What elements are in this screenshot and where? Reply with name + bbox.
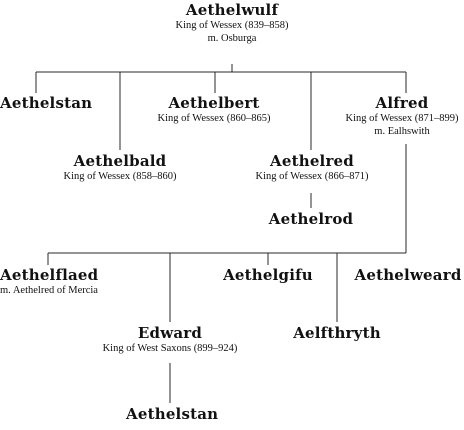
person-name: Aethelweard <box>354 266 462 284</box>
person-name: Aethelred <box>270 152 354 170</box>
person-name: Aethelflaed <box>0 266 99 284</box>
person-aethelweard: Aethelweard <box>352 267 464 284</box>
person-name: Aelfthryth <box>293 324 381 342</box>
person-name: Aethelwulf <box>185 1 279 19</box>
person-aethelstan-grandson: Aethelstan <box>126 405 219 423</box>
person-name: Aethelbert <box>168 94 260 112</box>
person-aethelgifu: Aethelgifu <box>222 267 314 284</box>
person-name: Aethelgifu <box>223 266 313 284</box>
person-edward: Edward King of West Saxons (899–924) <box>90 325 250 355</box>
person-title: King of Wessex (860–865) <box>157 113 271 124</box>
person-title: King of Wessex (871–899) <box>345 113 459 124</box>
person-name: Aethelstan <box>0 94 93 112</box>
person-aethelbert: Aethelbert King of Wessex (860–865) <box>150 95 278 125</box>
person-name: Aethelrod <box>268 210 354 228</box>
person-title: King of Wessex (839–858) <box>175 20 289 31</box>
person-spouse: m. Ealhswith <box>374 126 430 137</box>
person-aethelflaed: Aethelflaed m. Aethelred of Mercia <box>0 266 99 297</box>
person-name: Alfred <box>375 94 429 112</box>
person-aethelwulf: Aethelwulf King of Wessex (839–858) m. O… <box>162 2 302 45</box>
person-aethelstan: Aethelstan <box>0 94 93 112</box>
person-spouse: m. Aethelred of Mercia <box>0 285 98 296</box>
person-alfred: Alfred King of Wessex (871–899) m. Ealhs… <box>340 95 464 138</box>
person-name: Aethelbald <box>73 152 167 170</box>
person-aethelbald: Aethelbald King of Wessex (858–860) <box>56 153 184 183</box>
person-spouse: m. Osburga <box>207 33 257 44</box>
person-name: Edward <box>137 324 203 342</box>
person-title: King of Wessex (866–871) <box>255 171 369 182</box>
person-title: King of West Saxons (899–924) <box>102 343 238 354</box>
person-title: King of Wessex (858–860) <box>63 171 177 182</box>
person-aethelred: Aethelred King of Wessex (866–871) <box>248 153 376 183</box>
person-name: Aethelstan <box>126 405 219 423</box>
person-aelfthryth: Aelfthryth <box>290 325 384 342</box>
person-aethelrod: Aethelrod <box>266 211 356 228</box>
